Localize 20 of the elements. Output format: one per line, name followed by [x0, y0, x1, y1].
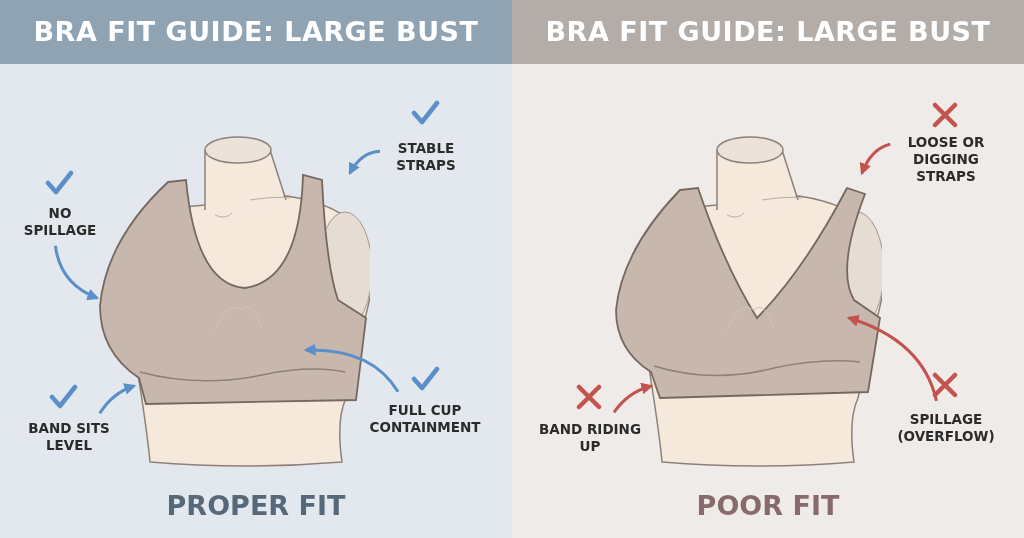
arrow — [303, 343, 400, 393]
arrow — [98, 383, 137, 415]
panel-background — [512, 0, 1024, 538]
callout-label: NO SPILLAGE — [22, 205, 98, 239]
arrow — [53, 245, 100, 300]
title-banner: BRA FIT GUIDE: LARGE BUST — [0, 0, 512, 64]
callout-label: BAND RIDING UP — [538, 421, 642, 455]
panel-caption: POOR FIT — [695, 490, 841, 521]
callout-label: BAND SITS LEVEL — [27, 420, 111, 454]
panel-caption: PROPER FIT — [165, 490, 347, 521]
arrow — [348, 149, 381, 176]
arrow — [612, 382, 654, 414]
callout-label: LOOSE OR DIGGING STRAPS — [906, 134, 986, 185]
callout-label: SPILLAGE (OVERFLOW) — [896, 411, 996, 445]
panel-background — [0, 0, 512, 538]
callout-label: STABLE STRAPS — [395, 140, 457, 174]
callout-label: FULL CUP CONTAINMENT — [368, 402, 482, 436]
title-banner: BRA FIT GUIDE: LARGE BUST — [512, 0, 1024, 64]
arrow — [846, 315, 938, 402]
arrow — [860, 142, 891, 176]
